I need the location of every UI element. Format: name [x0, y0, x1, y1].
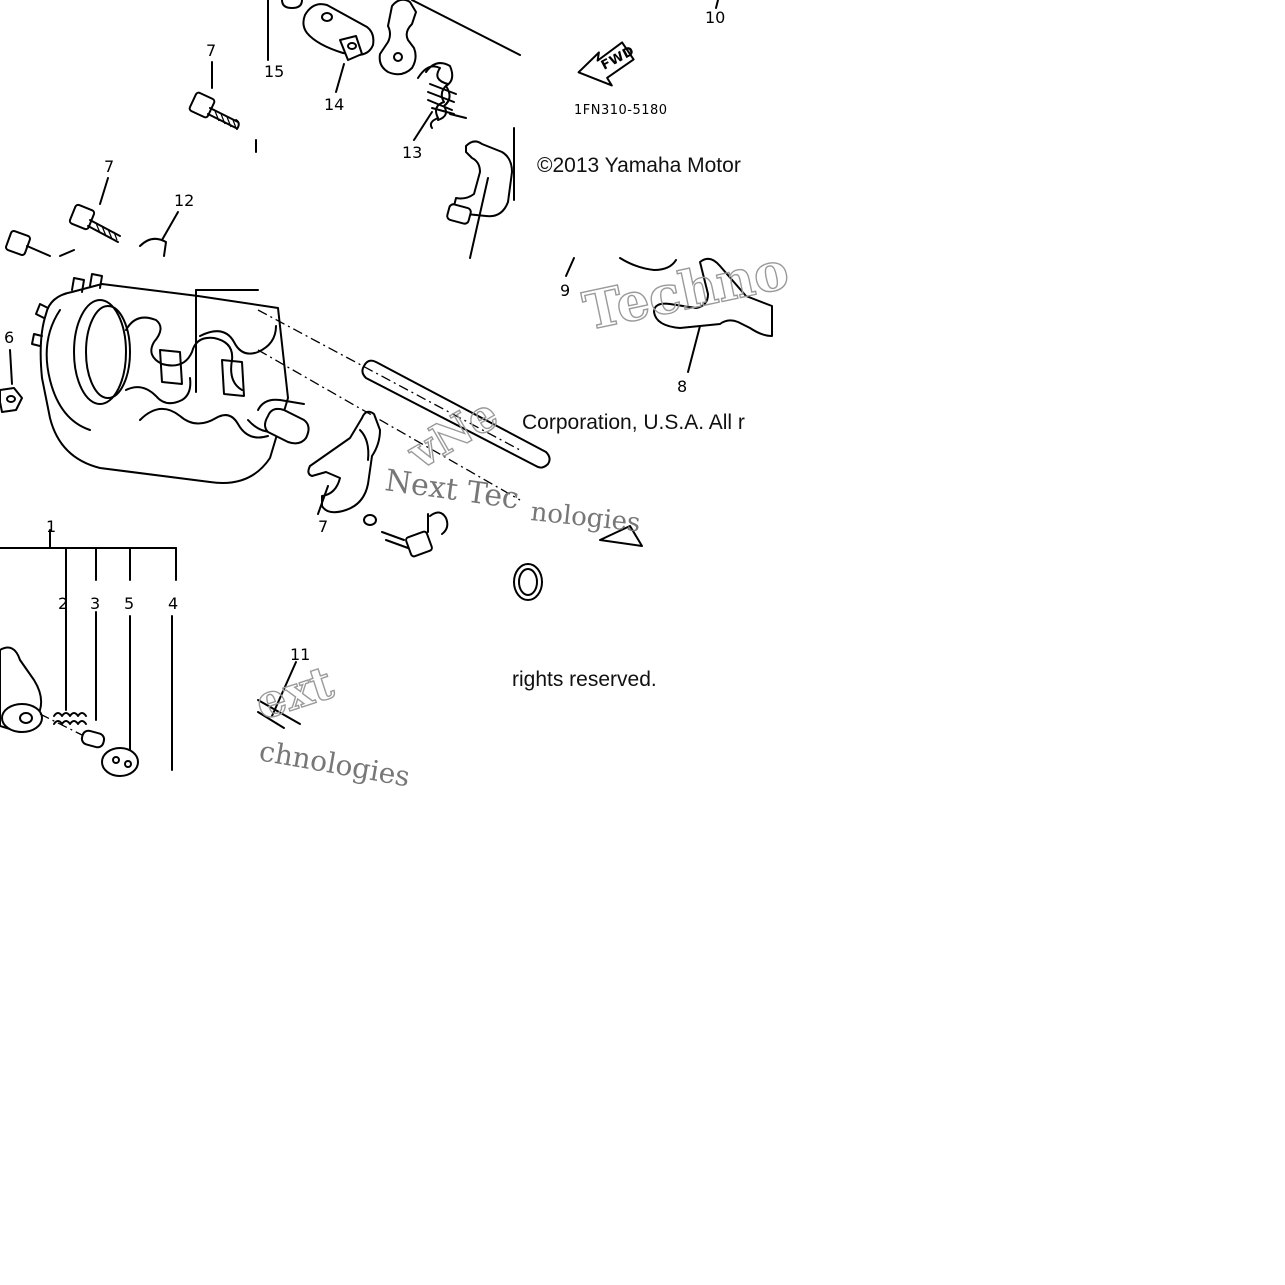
callout-12: 12 — [174, 191, 194, 210]
part-6-nut — [0, 387, 23, 413]
callout-6: 6 — [4, 328, 14, 347]
callout-3: 3 — [90, 594, 100, 613]
callout-9: 9 — [560, 281, 570, 300]
bolt-7-upper — [188, 91, 240, 130]
callout-8: 8 — [677, 377, 687, 396]
part-11-rod — [257, 661, 301, 729]
callout-1: 1 — [46, 517, 56, 536]
callout-15: 15 — [264, 62, 284, 81]
callout-5: 5 — [124, 594, 134, 613]
callout-11: 11 — [290, 645, 310, 664]
callouts: 10 7 15 14 13 7 12 9 8 6 7 1 2 3 5 4 11 — [4, 0, 725, 664]
copyright-line1: ©2013 Yamaha Motor — [537, 154, 741, 177]
shift-fork-center — [257, 398, 381, 526]
shift-fork-rod — [257, 309, 551, 501]
shift-drum — [31, 273, 289, 484]
shift-fork-upper — [446, 127, 515, 259]
callout-bracket-1 — [0, 529, 177, 771]
copyright-line3: rights reserved. — [512, 668, 657, 691]
callout-7-center: 7 — [318, 517, 328, 536]
bolt-7-middle — [68, 203, 121, 243]
drum-end-assembly — [0, 646, 139, 777]
part-15-pin — [267, 0, 303, 61]
callout-7-middle: 7 — [104, 157, 114, 176]
circlip-ring — [513, 525, 643, 601]
copyright-line2: Corporation, U.S.A. All r — [522, 411, 745, 434]
shift-fork-right — [565, 257, 773, 373]
callout-14: 14 — [324, 95, 344, 114]
part-14-plate — [302, 3, 375, 61]
callout-4: 4 — [168, 594, 178, 613]
part-12-clip — [59, 237, 167, 257]
bolt-lower-center — [381, 511, 449, 558]
bolt-7-lower — [5, 230, 51, 257]
part-13-spring — [417, 62, 467, 129]
callout-2: 2 — [58, 594, 68, 613]
part-13-lever — [378, 0, 521, 76]
callout-7-upper: 7 — [206, 41, 216, 60]
callout-13: 13 — [402, 143, 422, 162]
figure-code: 1FN310-5180 — [574, 103, 668, 118]
callout-10: 10 — [705, 8, 725, 27]
